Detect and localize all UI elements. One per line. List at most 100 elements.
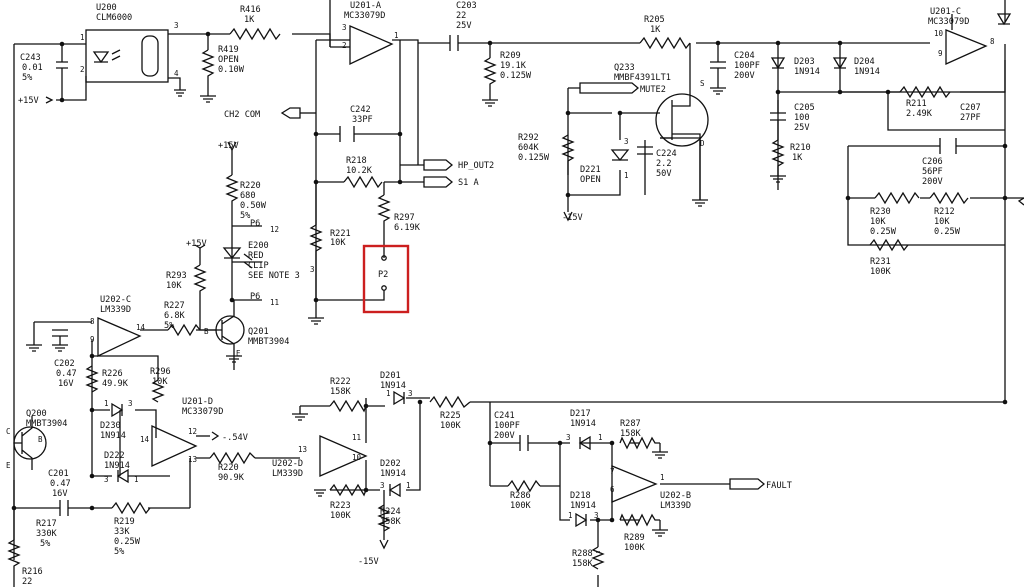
r225-ref: R225 — [440, 411, 461, 421]
d230-pin-3: 3 — [128, 399, 133, 408]
c242-value: 33PF — [352, 115, 373, 125]
d217-pin-1: 1 — [598, 433, 603, 442]
q233-ref: Q233 — [614, 63, 635, 73]
r222-ref: R222 — [330, 377, 351, 387]
c243-tol: 5% — [22, 73, 33, 83]
u202c-ref: U202-C — [100, 295, 131, 305]
r220-power: 0.50W — [240, 201, 267, 211]
r227-ref: R227 — [164, 301, 185, 311]
r296-value: 10K — [152, 377, 168, 387]
c224-ref: C224 — [656, 149, 677, 159]
r230-power: 0.25W — [870, 227, 897, 237]
r220b-value: 90.9K — [218, 473, 245, 483]
c204-value: 100PF — [734, 61, 760, 71]
u202c-pin-14: 14 — [136, 323, 146, 332]
p15-label-1: +15V — [18, 96, 39, 106]
r221-ref: R221 — [330, 229, 351, 239]
c224-volt: 50V — [656, 169, 672, 179]
u201a-pin-1: 1 — [394, 31, 399, 40]
r289-ref: R289 — [624, 533, 645, 543]
r209-power: 0.125W — [500, 71, 532, 81]
c202-volt: 16V — [58, 379, 74, 389]
p2-ref: P2 — [378, 270, 388, 280]
d218-pin-1: 1 — [568, 511, 573, 520]
r287-ref: R287 — [620, 419, 641, 429]
r216-value: 22 — [22, 577, 32, 587]
r217-value: 330K — [36, 529, 58, 539]
p6-pin-12: 12 — [270, 225, 279, 234]
d202-ref: D202 — [380, 459, 401, 469]
u202b-part: LM339D — [660, 501, 691, 511]
e200-name: CLIP — [248, 261, 269, 271]
r220-tol: 5% — [240, 211, 251, 221]
u201a-pin-3: 3 — [342, 23, 347, 32]
m15-label-2: -15V — [358, 557, 379, 567]
r226-value: 49.9K — [102, 379, 129, 389]
d201-ref: D201 — [380, 371, 401, 381]
d218-pin-3: 3 — [594, 511, 599, 520]
d221-pin-1: 1 — [624, 171, 629, 180]
component-labels: U200 CLM6000 1 2 3 4 C243 0.01 5% +15V R… — [6, 1, 995, 587]
r293-ref: R293 — [166, 271, 187, 281]
u200-part: CLM6000 — [96, 13, 132, 23]
d222-pin-3: 3 — [104, 475, 109, 484]
u201d-ref: U201-D — [182, 397, 213, 407]
r218-value: 10.2K — [346, 166, 373, 176]
r419-ref: R419 — [218, 45, 239, 55]
u202b-pin-7: 7 — [610, 467, 615, 476]
u202d-pin-11: 11 — [352, 433, 361, 442]
c205-value: 100 — [794, 113, 810, 123]
u202c-pin-8: 8 — [90, 317, 95, 326]
junctions — [11, 31, 1008, 523]
r217-tol: 5% — [40, 539, 51, 549]
u202d-pin-13: 13 — [298, 445, 307, 454]
r286-ref: R286 — [510, 491, 531, 501]
c201-volt: 16V — [52, 489, 68, 499]
d201-pin-3: 3 — [408, 389, 413, 398]
mute2-label: MUTE2 — [640, 85, 666, 95]
c242-ref: C242 — [350, 105, 371, 115]
p6-pin-11: 11 — [270, 298, 279, 307]
r210-ref: R210 — [790, 143, 811, 153]
d217-ref: D217 — [570, 409, 591, 419]
c201-ref: C201 — [48, 469, 69, 479]
p2-highlight-box — [362, 244, 410, 314]
q201-pin-b: B — [204, 327, 209, 336]
r288-value: 158K — [572, 559, 594, 569]
d203-part: 1N914 — [794, 67, 820, 77]
u201d-pin-14: 14 — [140, 435, 150, 444]
d217-part: 1N914 — [570, 419, 596, 429]
u200-pin-4: 4 — [174, 69, 179, 78]
u202b-ref: U202-B — [660, 491, 691, 501]
p6-label-1: P6 — [250, 219, 260, 229]
q201-part: MMBT3904 — [248, 337, 289, 347]
c201-value: 0.47 — [50, 479, 71, 489]
d201-part: 1N914 — [380, 381, 406, 391]
d202-pin-3: 3 — [380, 481, 385, 490]
r212-power: 0.25W — [934, 227, 961, 237]
d202-pin-1: 1 — [406, 481, 411, 490]
m54v-label: -.54V — [222, 433, 248, 443]
r288-ref: R288 — [572, 549, 593, 559]
d204-ref: D204 — [854, 57, 875, 67]
r287-value: 158K — [620, 429, 642, 439]
d201-pin-1: 1 — [386, 389, 391, 398]
e200-color: RED — [248, 251, 264, 261]
r218-ref: R218 — [346, 156, 367, 166]
r226-ref: R226 — [102, 369, 123, 379]
e200-ref: E200 — [248, 241, 269, 251]
d222-part: 1N914 — [104, 461, 130, 471]
r205-value: 1K — [650, 25, 661, 35]
r210-value: 1K — [792, 153, 803, 163]
c207-value: 27PF — [960, 113, 981, 123]
r219-ref: R219 — [114, 517, 135, 527]
r212-ref: R212 — [934, 207, 955, 217]
u201c-ref: U201-C — [930, 7, 961, 17]
c204-volt: 200V — [734, 71, 755, 81]
e200-note: SEE NOTE 3 — [248, 271, 300, 281]
r416-ref: R416 — [240, 5, 261, 15]
r225-value: 100K — [440, 421, 462, 431]
u201c-part: MC33079D — [928, 17, 969, 27]
